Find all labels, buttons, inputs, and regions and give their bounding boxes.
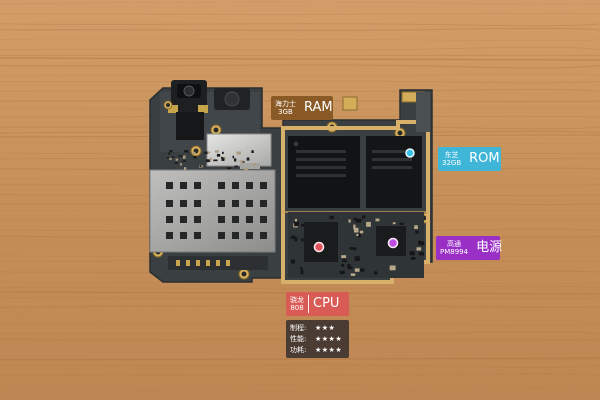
cpu-model: 808 [290, 304, 304, 312]
ram-label-tag: 海力士 3GB RAM [271, 96, 333, 120]
rom-label-tag: 东芝 32GB ROM [438, 147, 501, 171]
metal-shield [206, 133, 272, 169]
ram-name: RAM [304, 100, 333, 115]
pmic-brand: 高通 [447, 240, 462, 248]
tag-divider [308, 295, 309, 313]
ram-chip [288, 136, 360, 208]
rom-capacity: 32GB [442, 159, 462, 167]
headphone-jack [168, 80, 208, 113]
pmic-model: PM8994 [440, 248, 469, 256]
cpu-marker-icon [313, 241, 325, 253]
sim-card-tray [149, 169, 276, 253]
rating-row-performance: 性能: ★★★★ [290, 334, 349, 345]
cpu-rating-box: 制程: ★★★ 性能: ★★★★ 功耗: ★★★★ [286, 320, 349, 358]
cpu-chip [304, 222, 338, 262]
rating-stars: ★★★ [315, 324, 336, 332]
ram-brand: 海力士 [275, 100, 296, 108]
rating-row-power: 功耗: ★★★★ [290, 345, 349, 356]
cpu-name: CPU [313, 296, 340, 311]
ram-capacity: 3GB [278, 108, 293, 116]
motherboard [149, 80, 433, 284]
rom-chip [366, 136, 422, 208]
rom-marker-icon [405, 148, 415, 158]
cpu-label-tag: 骁龙 808 CPU [286, 292, 349, 316]
pmic-label-tag: 高通 PM8994 电源 [436, 236, 503, 260]
rom-name: ROM [469, 151, 500, 166]
pmic-name: 电源 [476, 240, 503, 255]
rom-brand: 东芝 [444, 151, 459, 159]
rating-label: 性能: [290, 335, 307, 343]
rating-row-process: 制程: ★★★ [290, 323, 349, 334]
rating-label: 制程: [290, 324, 307, 332]
rating-stars: ★★★★ [315, 335, 343, 343]
rating-stars: ★★★★ [315, 346, 343, 354]
pmic-chip [376, 226, 406, 256]
pmic-marker-icon [387, 237, 399, 249]
cpu-brand: 骁龙 [290, 296, 304, 304]
rating-label: 功耗: [290, 346, 307, 354]
